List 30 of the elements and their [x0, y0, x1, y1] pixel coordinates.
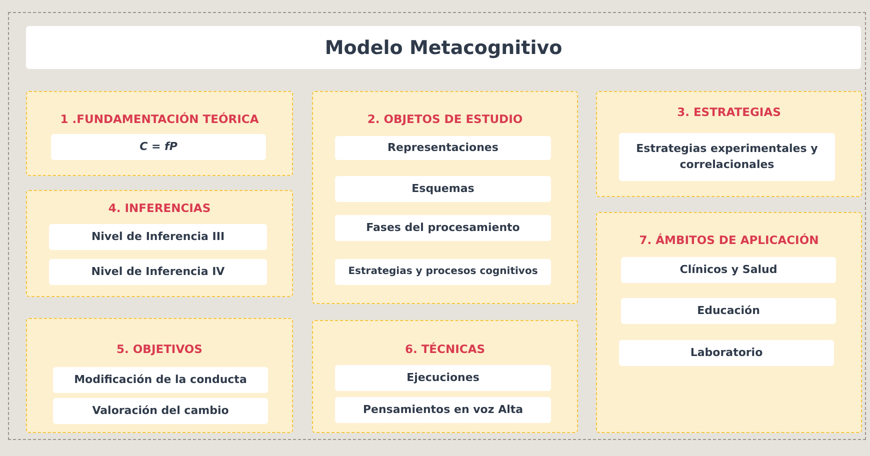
panel-heading: 1 .FUNDAMENTACIÓN TEÓRICA — [59, 112, 260, 126]
item-box: Ejecuciones — [335, 365, 551, 391]
item-box: Estrategias experimentales y correlacionales — [619, 133, 835, 181]
item-box: Valoración del cambio — [53, 398, 268, 424]
category-panel — [26, 190, 293, 297]
item-box: Educación — [621, 298, 836, 324]
item-box: C = fP — [51, 134, 266, 160]
category-panel — [26, 91, 293, 176]
category-panel — [596, 212, 862, 433]
panel-heading: 3. ESTRATEGIAS — [676, 105, 782, 119]
panel-heading: 4. INFERENCIAS — [107, 201, 212, 215]
item-box: Nivel de Inferencia III — [49, 224, 267, 250]
item-box: Nivel de Inferencia IV — [49, 259, 267, 285]
panel-heading: 5. OBJETIVOS — [116, 342, 204, 356]
category-panel — [26, 318, 293, 433]
category-panel — [312, 91, 578, 304]
item-box: Estrategias y procesos cognitivos — [335, 259, 551, 285]
panel-heading: 7. ÁMBITOS DE APLICACIÓN — [638, 233, 820, 247]
item-box: Laboratorio — [619, 340, 834, 366]
item-box: Fases del procesamiento — [335, 215, 551, 241]
item-box: Clínicos y Salud — [621, 257, 836, 283]
item-box: Modificación de la conducta — [53, 367, 268, 393]
panel-heading: 2. OBJETOS DE ESTUDIO — [366, 112, 524, 126]
category-panel — [596, 91, 862, 197]
item-box: Esquemas — [335, 176, 551, 202]
category-panel — [312, 320, 578, 433]
item-box: Representaciones — [335, 136, 551, 160]
item-box: Pensamientos en voz Alta — [335, 397, 551, 423]
panel-heading: 6. TÉCNICAS — [404, 342, 486, 356]
title: Modelo Metacognitivo — [26, 26, 861, 69]
